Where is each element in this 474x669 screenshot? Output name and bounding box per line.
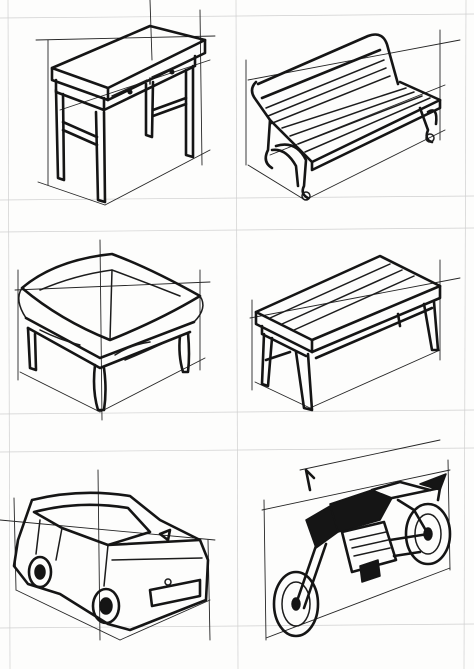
motorcycle-sketch-icon [261, 439, 452, 641]
car-sketch-icon [0, 469, 216, 641]
table-sketch-icon [35, 0, 216, 206]
bench-sketch-icon [245, 29, 461, 201]
ottoman-sketch-icon [14, 239, 211, 421]
coffee-table-sketch-icon [249, 254, 461, 412]
